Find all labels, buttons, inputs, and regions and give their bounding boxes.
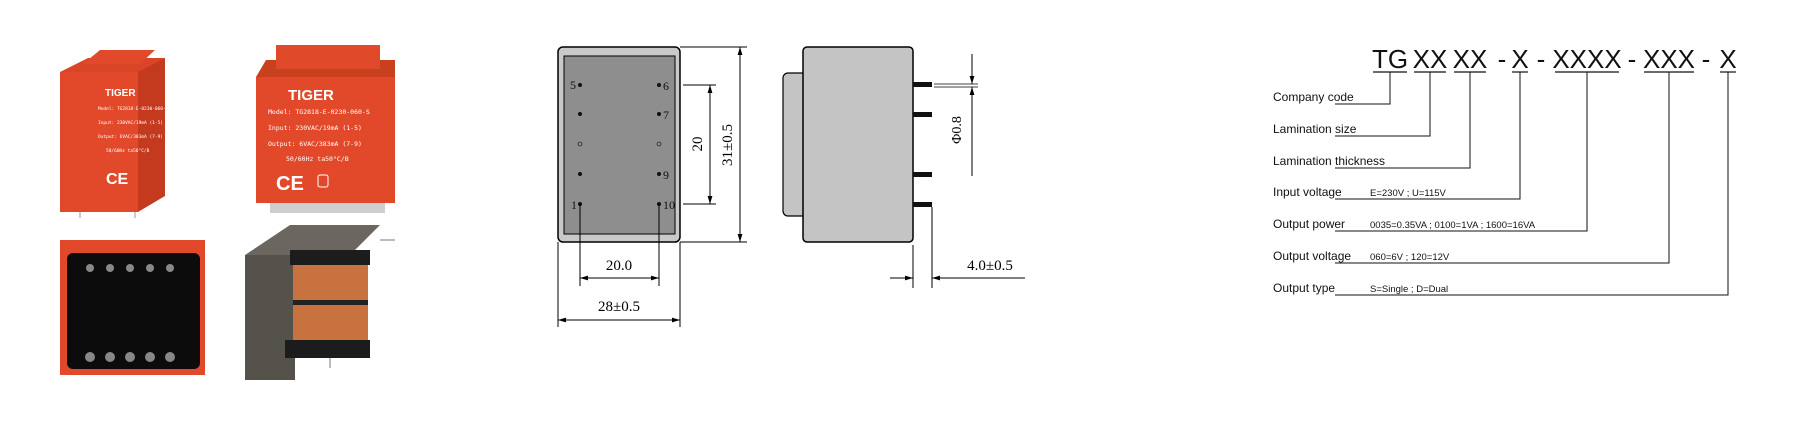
product-photos: TIGER Model: TG2818-E-0230-060-S Input: … bbox=[60, 45, 395, 380]
label-rating-small: 50/60Hz ta50°C/B bbox=[106, 148, 150, 154]
dim-pin-length: 4.0±0.5 bbox=[967, 258, 1013, 274]
code-row-desc: 060=6V ; 120=12V bbox=[1370, 252, 1450, 263]
label-input: Input: 230VAC/19mA (1-5) bbox=[268, 124, 362, 132]
dim-pin-spacing: 20.0 bbox=[606, 258, 632, 274]
code-separator: - bbox=[1498, 44, 1507, 74]
leader-line bbox=[1335, 72, 1670, 264]
pins bbox=[578, 83, 661, 206]
brand-logo: TIGER bbox=[288, 87, 334, 104]
photo-transformer-angled: TIGER Model: TG2818-E-0230-060-S Input: … bbox=[60, 50, 169, 218]
code-segment: X bbox=[1511, 44, 1528, 74]
photo-transformer-core bbox=[245, 225, 395, 380]
code-row-label: Output type bbox=[1273, 281, 1335, 295]
front-view-drawing: 5 6 7 9 1 10 20 31±0.5 20.0 28±0.5 bbox=[557, 46, 747, 327]
photo-transformer-front: TIGER Model: TG2818-E-0230-060-S Input: … bbox=[256, 45, 395, 213]
code-row-label: Output voltage bbox=[1273, 249, 1351, 263]
label-input-small: Input: 230VAC/19mA (1-5) bbox=[98, 120, 163, 126]
code-row-label: Lamination thickness bbox=[1273, 154, 1385, 168]
code-row: Lamination size bbox=[1273, 72, 1431, 137]
leader-line bbox=[1335, 72, 1521, 200]
pin-label-1: 1 bbox=[571, 198, 577, 212]
label-output: Output: 6VAC/383mA (7-9) bbox=[268, 140, 362, 148]
label-rating: 50/60Hz ta50°C/B bbox=[286, 155, 349, 163]
code-row: Output voltage 060=6V ; 120=12V bbox=[1273, 72, 1670, 264]
pin-label-7: 7 bbox=[663, 108, 669, 122]
code-separator: - bbox=[1702, 44, 1711, 74]
dim-width: 28±0.5 bbox=[598, 299, 640, 315]
leader-line bbox=[1335, 72, 1391, 105]
code-separator: - bbox=[1537, 44, 1546, 74]
dim-pin-diameter: Φ0.8 bbox=[950, 116, 965, 144]
pin-label-5: 5 bbox=[570, 78, 576, 92]
pin-label-9: 9 bbox=[663, 168, 669, 182]
label-model: Model: TG2818-E-0230-060-S bbox=[268, 108, 370, 116]
side-pins bbox=[913, 82, 932, 207]
code-row: Output power 0035=0.35VA ; 0100=1VA ; 160… bbox=[1273, 72, 1588, 232]
side-body bbox=[802, 46, 914, 243]
side-view-drawing: Φ0.8 4.0±0.5 bbox=[782, 46, 1025, 288]
ce-mark: CE bbox=[276, 173, 304, 195]
code-row-desc: E=230V ; U=115V bbox=[1370, 188, 1447, 199]
brand-logo-small: TIGER bbox=[105, 88, 136, 99]
code-segment: XXXX bbox=[1552, 44, 1621, 74]
code-segment: X bbox=[1719, 44, 1736, 74]
leader-line bbox=[1335, 72, 1729, 296]
leader-line bbox=[1335, 72, 1471, 169]
front-face bbox=[563, 55, 676, 235]
code-segment: TG bbox=[1372, 44, 1408, 74]
leader-line bbox=[1335, 72, 1588, 232]
label-model-small: Model: TG2818-E-0230-060-S bbox=[98, 106, 169, 112]
code-row-label: Input voltage bbox=[1273, 185, 1342, 199]
cert-mark-icon bbox=[317, 174, 329, 188]
label-output-small: Output: 6VAC/383mA (7-9) bbox=[98, 134, 163, 140]
pin-label-6: 6 bbox=[663, 79, 669, 93]
code-row-label: Lamination size bbox=[1273, 122, 1357, 136]
code-row-label: Company code bbox=[1273, 90, 1354, 104]
code-row-desc: S=Single ; D=Dual bbox=[1370, 284, 1448, 295]
code-row: Input voltage E=230V ; U=115V bbox=[1273, 72, 1521, 200]
code-segment: XXX bbox=[1643, 44, 1695, 74]
code-row-label: Output power bbox=[1273, 217, 1345, 231]
code-row: Output type S=Single ; D=Dual bbox=[1273, 72, 1729, 296]
code-row: Company code bbox=[1273, 72, 1391, 105]
ce-mark-small: CE bbox=[106, 171, 129, 188]
dim-pin-rows: 20 bbox=[690, 137, 706, 152]
photo-transformer-bottom bbox=[60, 240, 205, 375]
code-segment: XX bbox=[1453, 44, 1488, 74]
leader-line bbox=[1335, 72, 1431, 137]
dim-height: 31±0.5 bbox=[720, 124, 736, 166]
code-separator: - bbox=[1628, 44, 1637, 74]
code-row: Lamination thickness bbox=[1273, 72, 1471, 169]
code-segment: XX bbox=[1413, 44, 1448, 74]
pin-label-10: 10 bbox=[663, 198, 675, 212]
code-row-desc: 0035=0.35VA ; 0100=1VA ; 1600=16VA bbox=[1370, 220, 1536, 231]
